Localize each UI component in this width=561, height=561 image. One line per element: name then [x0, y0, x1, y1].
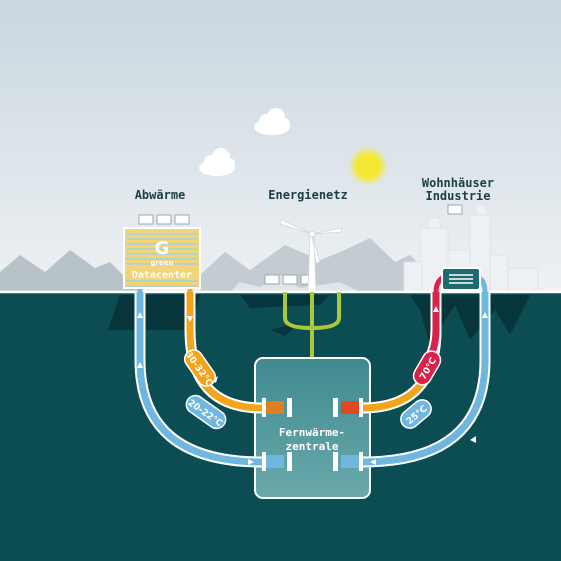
datacenter-logo-letter: G	[155, 238, 170, 259]
heat-exchanger-left-hot	[262, 398, 292, 417]
mountains	[0, 250, 140, 292]
plant-label-line2: zentrale	[286, 440, 339, 453]
sun-icon	[348, 146, 388, 186]
heat-pump-unit	[441, 267, 481, 291]
sky	[0, 0, 561, 292]
datacenter-logo-text: green	[151, 259, 174, 267]
solar-panel-icon	[138, 214, 190, 225]
heat-exchanger-right-cold	[333, 452, 363, 471]
temperature-badge-right-hot: 70°C	[412, 350, 442, 386]
heat-exchanger-right-hot	[333, 398, 363, 417]
cold-return-pipe-right	[361, 292, 491, 468]
plant-label-line1: Fernwärme-	[279, 426, 345, 439]
label-energy-grid: Energienetz	[268, 188, 347, 202]
datacenter-building: G green Datacenter	[123, 227, 201, 289]
flow-arrow-icon	[137, 306, 488, 465]
wind-turbine-icon	[279, 219, 343, 293]
label-residential: Wohnhäuser	[422, 176, 494, 190]
solar-panel-icon	[447, 204, 463, 215]
label-industry: Industrie	[425, 189, 490, 203]
solar-panel-icon	[264, 274, 316, 285]
heat-exchanger-left-cold	[262, 452, 292, 471]
cloud-icon	[254, 108, 290, 135]
mountains	[230, 275, 360, 292]
datacenter-name: Datacenter	[132, 270, 192, 281]
cold-return-pipe-left	[134, 292, 263, 468]
cloud-icon	[199, 148, 235, 176]
label-waste-heat: Abwärme	[135, 188, 186, 202]
